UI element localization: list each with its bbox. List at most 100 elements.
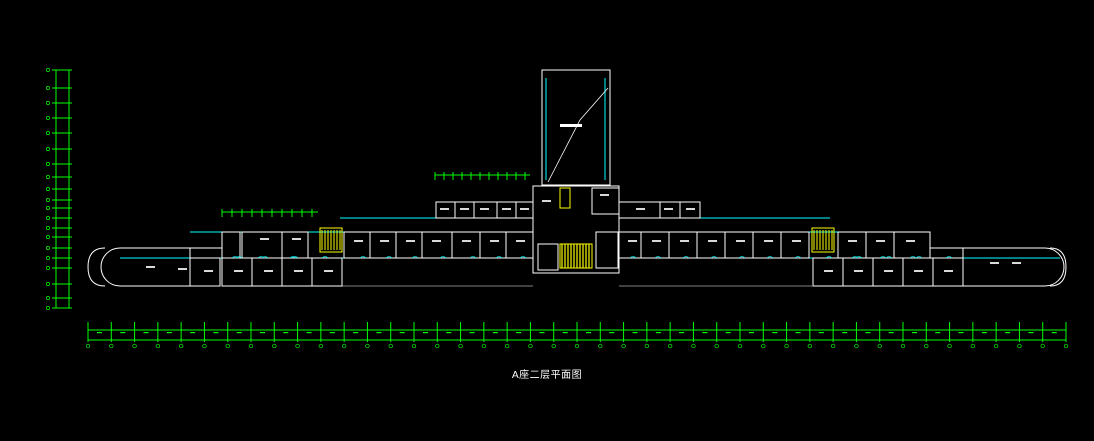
axis-bubble xyxy=(46,131,50,135)
door-swing xyxy=(766,256,774,259)
room-label xyxy=(406,240,415,242)
dimension-value-mark xyxy=(609,332,615,334)
axis-bubble xyxy=(318,343,324,349)
door-swing xyxy=(909,256,917,259)
axis-bubble xyxy=(109,343,114,349)
axis-bubble xyxy=(644,343,650,349)
door-swing xyxy=(321,256,329,259)
wing-room xyxy=(421,231,453,259)
axis-bubble xyxy=(225,343,230,349)
wing-room xyxy=(696,231,726,259)
door-swing xyxy=(879,256,887,259)
axis-bubble xyxy=(970,343,976,349)
wing-room xyxy=(395,231,423,259)
axis-bubble xyxy=(46,235,50,239)
upper-room xyxy=(515,201,534,219)
wing-room xyxy=(752,231,782,259)
wing-room xyxy=(668,231,698,259)
door-swing xyxy=(385,256,393,259)
wing-room xyxy=(281,231,309,259)
wing-room xyxy=(451,231,481,259)
axis-bubble xyxy=(807,343,813,349)
dimension-value-mark xyxy=(260,332,265,334)
door-swing xyxy=(885,256,893,259)
room-label xyxy=(876,240,885,242)
axis-bubble xyxy=(388,343,393,349)
room-label xyxy=(460,208,469,210)
dimension-value-mark xyxy=(562,332,568,334)
door-swing xyxy=(291,256,299,259)
room-label xyxy=(502,208,511,210)
core-room xyxy=(595,231,619,269)
room-label xyxy=(440,208,449,210)
dimension-value-mark xyxy=(888,332,894,334)
dimension-value-mark xyxy=(143,332,149,334)
dimension-group xyxy=(46,68,1069,349)
wing-room xyxy=(618,231,642,259)
room-label xyxy=(260,238,269,240)
room-label xyxy=(294,270,303,272)
axis-bubble xyxy=(504,343,510,349)
door-swing xyxy=(710,256,718,259)
door-swing xyxy=(359,256,367,259)
dimension-value-mark xyxy=(865,332,871,334)
room-label xyxy=(848,240,857,242)
axis-bubble xyxy=(46,256,50,260)
axis-bubble xyxy=(46,116,50,120)
door-swing xyxy=(257,256,265,259)
room-label xyxy=(628,240,637,242)
dimension-value-mark xyxy=(97,332,102,334)
door-swing xyxy=(794,256,802,259)
door-swing xyxy=(411,256,419,259)
room-label xyxy=(944,270,953,272)
tower-diagonal xyxy=(547,87,609,183)
axis-bubble xyxy=(784,343,789,349)
axis-bubble xyxy=(85,343,91,349)
axis-bubble xyxy=(551,343,556,349)
dimension-value-mark xyxy=(842,332,848,334)
dimension-value-mark xyxy=(818,332,824,334)
axis-bubble xyxy=(667,343,673,349)
wing-room xyxy=(479,231,507,259)
axis-bubble xyxy=(46,147,50,151)
axis-bubble xyxy=(248,343,254,349)
dimension-value-mark xyxy=(1051,332,1057,334)
axis-bubble xyxy=(574,343,580,349)
dimension-value-mark xyxy=(539,332,545,334)
dimension-value-mark xyxy=(981,332,987,334)
wing-room xyxy=(343,231,371,259)
room-label xyxy=(234,270,243,272)
room-label xyxy=(542,200,551,202)
door-swing xyxy=(495,256,503,259)
dimension-value-mark xyxy=(399,332,405,334)
tower-outline xyxy=(541,69,611,186)
room-label xyxy=(686,208,695,210)
axis-bubble xyxy=(46,282,50,286)
room-label xyxy=(146,266,155,268)
dimension-value-mark xyxy=(236,332,242,334)
axis-bubble xyxy=(691,343,696,349)
door-swing xyxy=(851,256,859,259)
wing-room xyxy=(369,231,397,259)
dimension-value-mark xyxy=(795,332,801,334)
wing-room xyxy=(505,231,534,259)
axis-bubble xyxy=(1063,343,1069,349)
axis-bubble xyxy=(46,175,50,179)
dimension-value-mark xyxy=(935,332,941,334)
axis-bubble xyxy=(132,343,137,349)
room-label xyxy=(432,240,441,242)
door-swing xyxy=(629,256,637,259)
axis-bubble xyxy=(1017,343,1022,349)
axis-bubble xyxy=(46,198,50,202)
room-label xyxy=(792,240,801,242)
room-label xyxy=(204,270,213,272)
door-swing xyxy=(289,256,297,259)
wing-room xyxy=(724,231,754,259)
door-swing xyxy=(682,256,690,259)
dimension-value-mark xyxy=(190,332,196,334)
left-wing-cap xyxy=(87,247,106,287)
axis-bubble xyxy=(714,343,719,349)
room-label xyxy=(1012,262,1021,264)
dimension-value-mark xyxy=(655,332,661,334)
wing-room xyxy=(837,231,867,259)
